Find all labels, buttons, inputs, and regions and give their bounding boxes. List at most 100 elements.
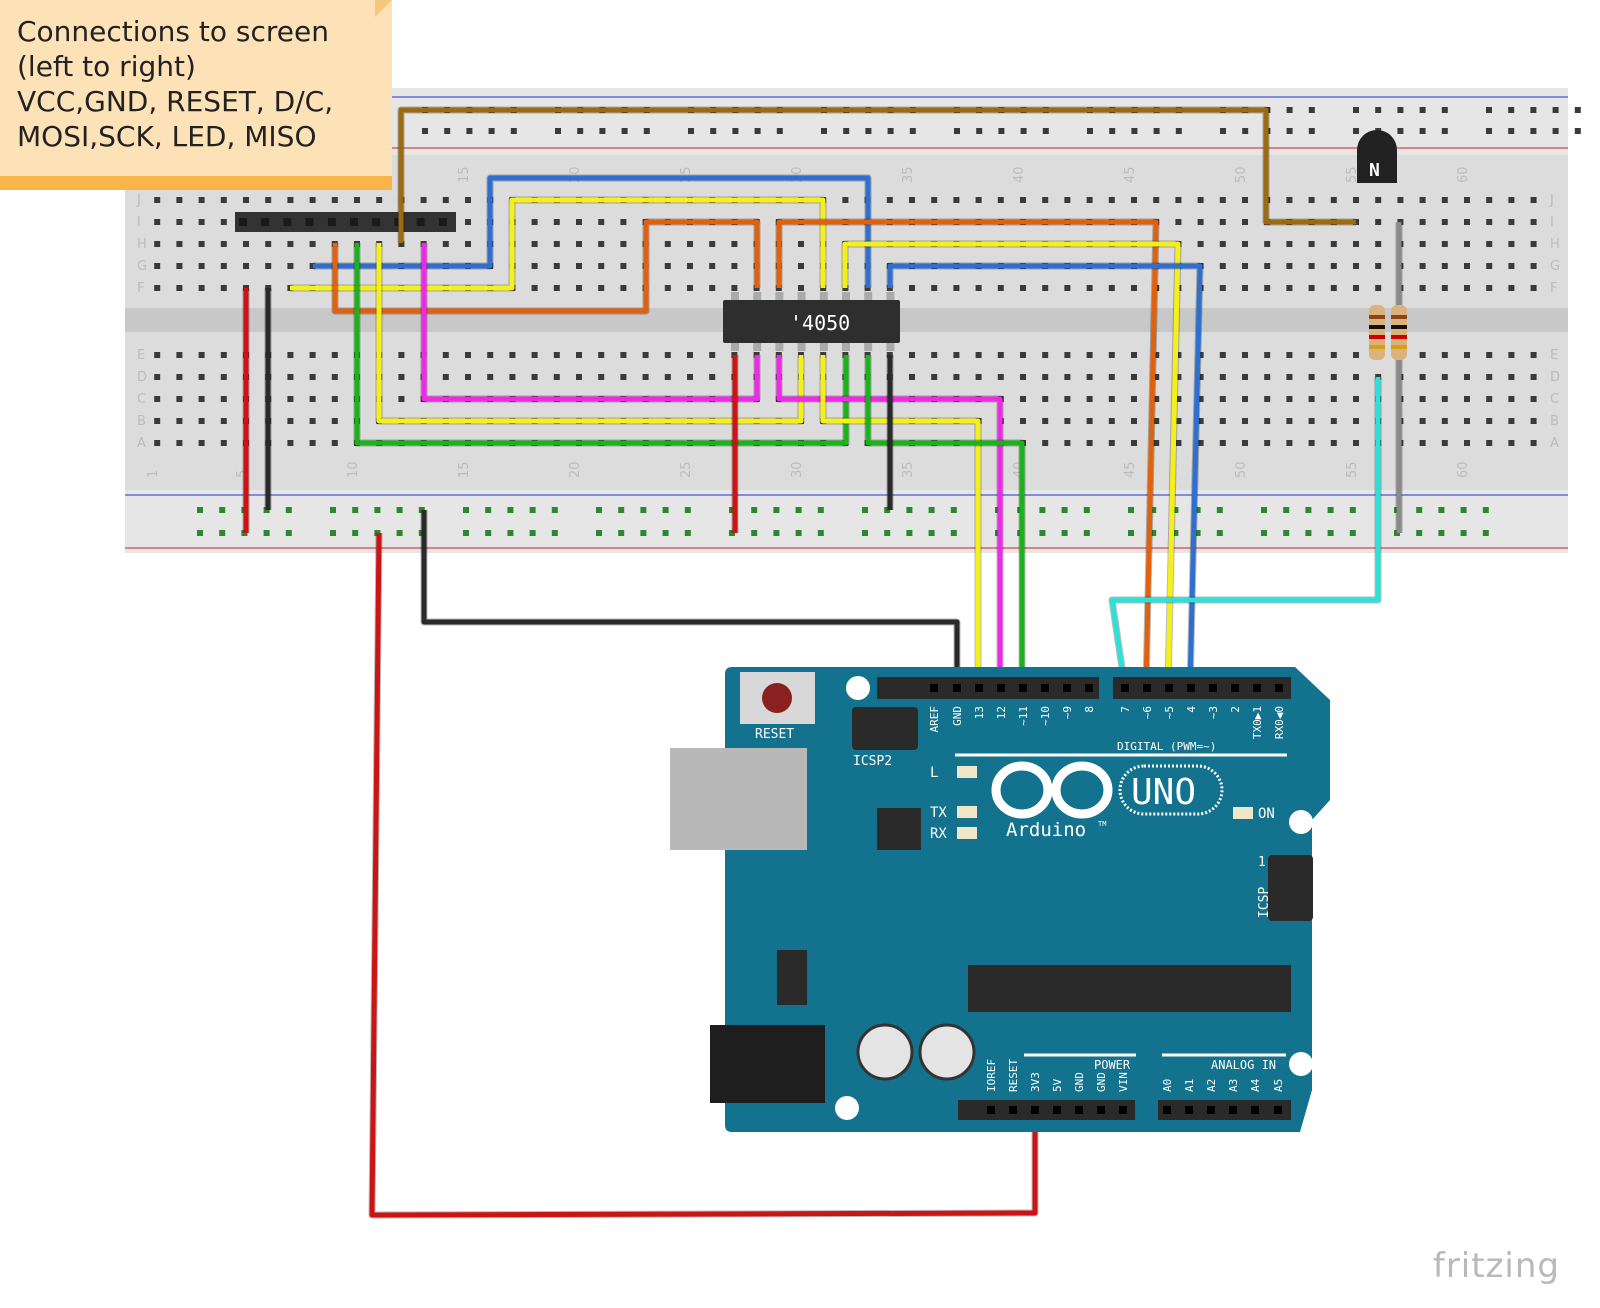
breadboard-hole [465,374,471,380]
chip-pin [864,343,873,351]
rail-hole [1530,107,1537,113]
row-letter: C [1550,392,1559,407]
breadboard-hole [287,241,294,247]
rail-hole [776,128,783,134]
rail-hole [1486,107,1492,113]
breadboard-hole [1330,352,1337,358]
rail-hole [1061,507,1068,513]
reset-button-cap [762,683,792,713]
breadboard-hole [1508,241,1515,247]
breadboard-hole [176,352,183,358]
wire-red-3v3[interactable] [369,532,1038,1218]
rail-hole [463,530,469,536]
digital-pin-label: 7 [1119,706,1132,713]
rail-hole [219,530,226,536]
breadboard-hole [509,352,516,358]
breadboard-hole [731,263,738,269]
wire-yellow-pin5[interactable] [842,241,1181,689]
header-pin [327,218,336,226]
wire-yellow-2[interactable] [376,243,804,424]
wire-blue-pin4[interactable] [887,263,1203,689]
header-pin [372,218,381,226]
wire-brown-led[interactable] [398,107,1356,243]
resistor [1391,305,1407,360]
led-label: RX [930,826,947,842]
breadboard-hole [1530,418,1537,424]
rail-hole [488,128,495,134]
breadboard-hole [1397,197,1404,203]
rail-hole [1574,107,1581,113]
rail-hole [1039,530,1046,536]
wire-black-arduino-gnd[interactable] [421,510,960,688]
power-pin [1009,1106,1017,1114]
breadboard-hole [1353,374,1359,380]
rail-hole [197,530,203,536]
digital-pin-label: 13 [973,706,986,719]
breadboard-hole [576,263,582,269]
breadboard-hole [1441,197,1448,203]
chip-pin [731,343,739,351]
breadboard-hole [420,197,427,203]
breadboard-hole [1308,263,1315,269]
header-pin [239,218,247,226]
breadboard-hole [1441,418,1448,424]
column-number: 35 [901,461,916,478]
breadboard-hole [154,219,161,225]
breadboard-hole [1153,352,1160,358]
breadboard-hole [176,263,183,269]
rail-hole [1438,530,1445,536]
breadboard-hole [331,440,338,446]
rail-hole [618,507,625,513]
digital-pin-label: AREF [928,706,941,733]
breadboard-hole [1153,418,1160,424]
breadboard-hole [664,352,671,358]
digital-pin [953,684,961,692]
rail-hole [1353,107,1359,113]
wire-yellow-pin13[interactable] [820,355,981,688]
rail-hole [1216,507,1223,513]
resistor-band [1391,345,1407,349]
digital-pin [1041,684,1049,692]
breadboard-hole [553,241,560,247]
breadboard-hole [997,374,1004,380]
note-connections[interactable]: Connections to screen (left to right) VC… [0,0,392,190]
breadboard-hole [1530,440,1537,446]
breadboard-hole [576,285,582,291]
breadboard-hole [1264,241,1271,247]
rail-hole [466,128,473,134]
chip-pin [797,292,806,300]
rail-hole [1416,507,1423,513]
rail-hole [1486,128,1492,134]
breadboard-hole [1353,396,1359,402]
trademark: TM [1098,820,1106,828]
breadboard-hole [442,374,449,380]
breadboard-hole [642,352,649,358]
rail-hole [862,507,868,513]
wire-magenta[interactable] [421,243,760,402]
rail-hole [862,530,868,536]
breadboard-hole [154,396,161,402]
wire-orange-pin6[interactable] [776,219,1159,689]
rail-hole [884,507,891,513]
breadboard-hole [1042,197,1049,203]
digital-pin [1231,684,1239,692]
analog-pin-label: A2 [1205,1079,1218,1092]
digital-pin [1063,684,1071,692]
wire-orange[interactable] [332,219,760,314]
breadboard-hole [1464,219,1470,225]
voltage-regulator [777,950,807,1005]
breadboard-hole [576,241,582,247]
wire-blue[interactable] [313,175,871,288]
breadboard-hole [620,263,627,269]
breadboard-hole [664,374,671,380]
breadboard-hole [1419,352,1426,358]
breadboard-hole [1175,418,1182,424]
wire-green-pin11[interactable] [865,355,1025,688]
chip-pin [842,292,850,300]
breadboard-hole [354,197,360,203]
wire-yellow[interactable] [290,197,826,291]
breadboard-hole [198,263,205,269]
breadboard-hole [909,352,915,358]
wire-cyan-pin7[interactable] [1109,377,1381,689]
breadboard-hole [1020,197,1026,203]
